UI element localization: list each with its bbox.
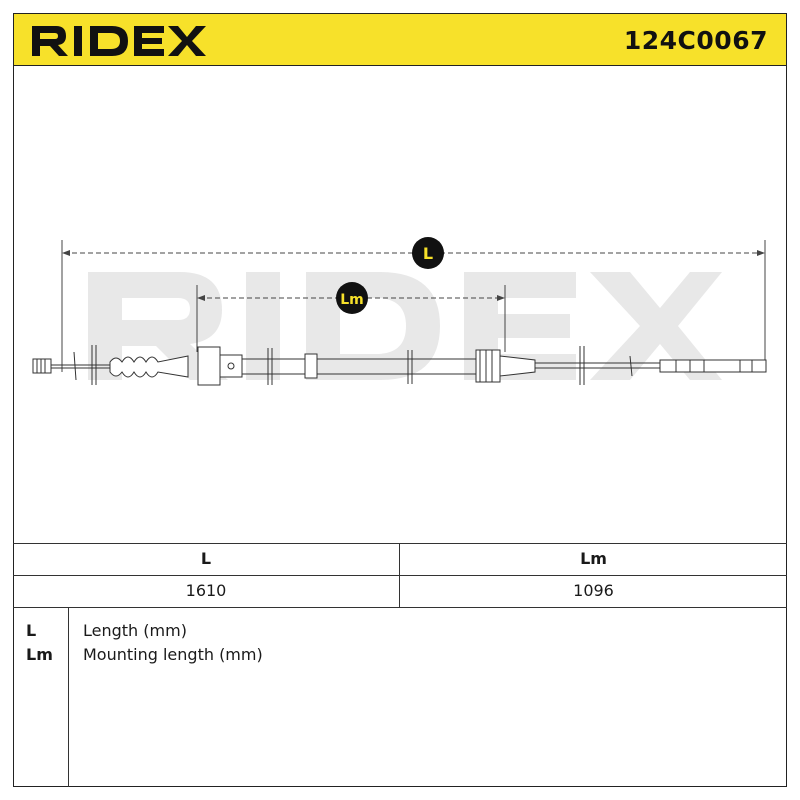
dimension-L-badge: [412, 237, 444, 269]
legend-key-L: L: [26, 621, 37, 640]
dimension-Lm-label: Lm: [340, 292, 364, 308]
legend-desc-Lm: Mounting length (mm): [83, 645, 263, 664]
dimension-Lm-badge: [336, 282, 368, 314]
table-value-Lm: 1096: [573, 581, 614, 600]
legend-key-Lm: Lm: [26, 645, 53, 664]
ridex-logo: [32, 26, 206, 56]
part-number: 124C0067: [623, 26, 768, 55]
table-mid-rule: [13, 575, 787, 576]
legend-divider: [68, 607, 69, 787]
table-top-rule: [13, 543, 787, 544]
dimension-L-label: L: [423, 244, 433, 263]
table-value-L: 1610: [185, 581, 227, 600]
legend-desc-L: Length (mm): [83, 621, 187, 640]
brake-cable: [32, 345, 767, 386]
dimension-L: [61, 240, 766, 372]
header-bar: 124C0067: [13, 13, 787, 66]
table-header-Lm: Lm: [580, 549, 607, 568]
table-divider: [399, 543, 400, 607]
table-bottom-rule: [13, 607, 787, 608]
table-header-L: L: [200, 549, 212, 568]
